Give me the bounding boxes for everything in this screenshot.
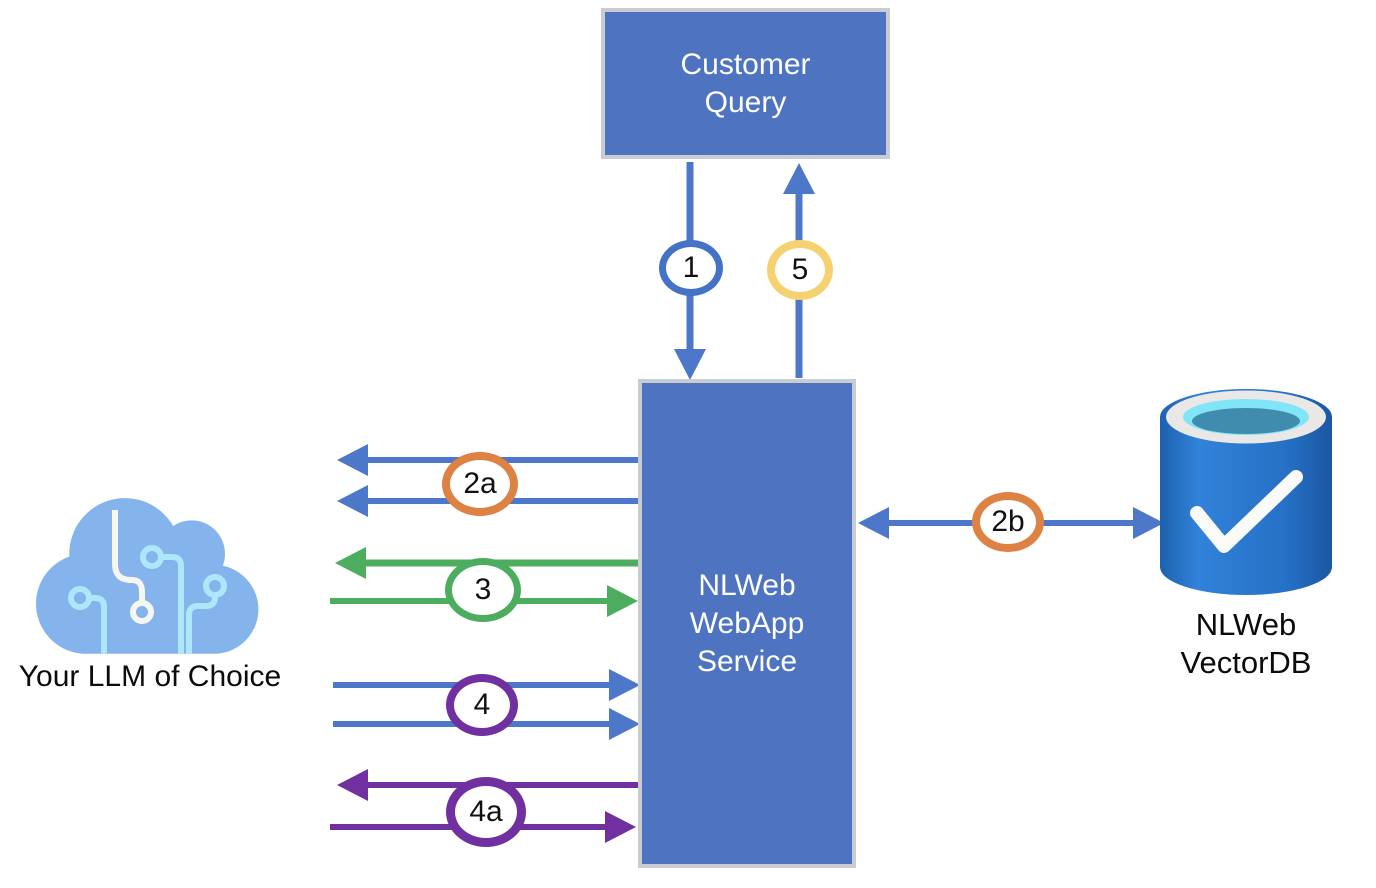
vectordb-caption: NLWeb VectorDB: [1180, 607, 1312, 680]
step-badge-5: 5: [767, 240, 833, 300]
cloud-circuit-icon: [36, 498, 259, 654]
nlweb-service-label: NLWeb WebApp Service: [689, 568, 805, 678]
step-badge-2b: 2b: [972, 492, 1044, 552]
nlweb-service-node: NLWeb WebApp Service: [638, 379, 856, 868]
customer-query-node: Customer Query: [601, 8, 890, 159]
llm-caption: Your LLM of Choice: [18, 660, 282, 693]
circuit-trace-cyan: [68, 545, 227, 654]
step-badge-2a: 2a: [442, 452, 518, 516]
step-badge-1: 1: [659, 240, 723, 296]
step-badge-4a: 4a: [446, 777, 526, 847]
checkmark-icon: [1190, 470, 1303, 553]
circuit-trace-white: [112, 510, 154, 624]
database-check-icon: [1160, 389, 1332, 595]
step-badge-4: 4: [446, 674, 518, 736]
customer-query-label: Customer Query: [680, 47, 811, 119]
step-badge-3: 3: [445, 558, 521, 622]
